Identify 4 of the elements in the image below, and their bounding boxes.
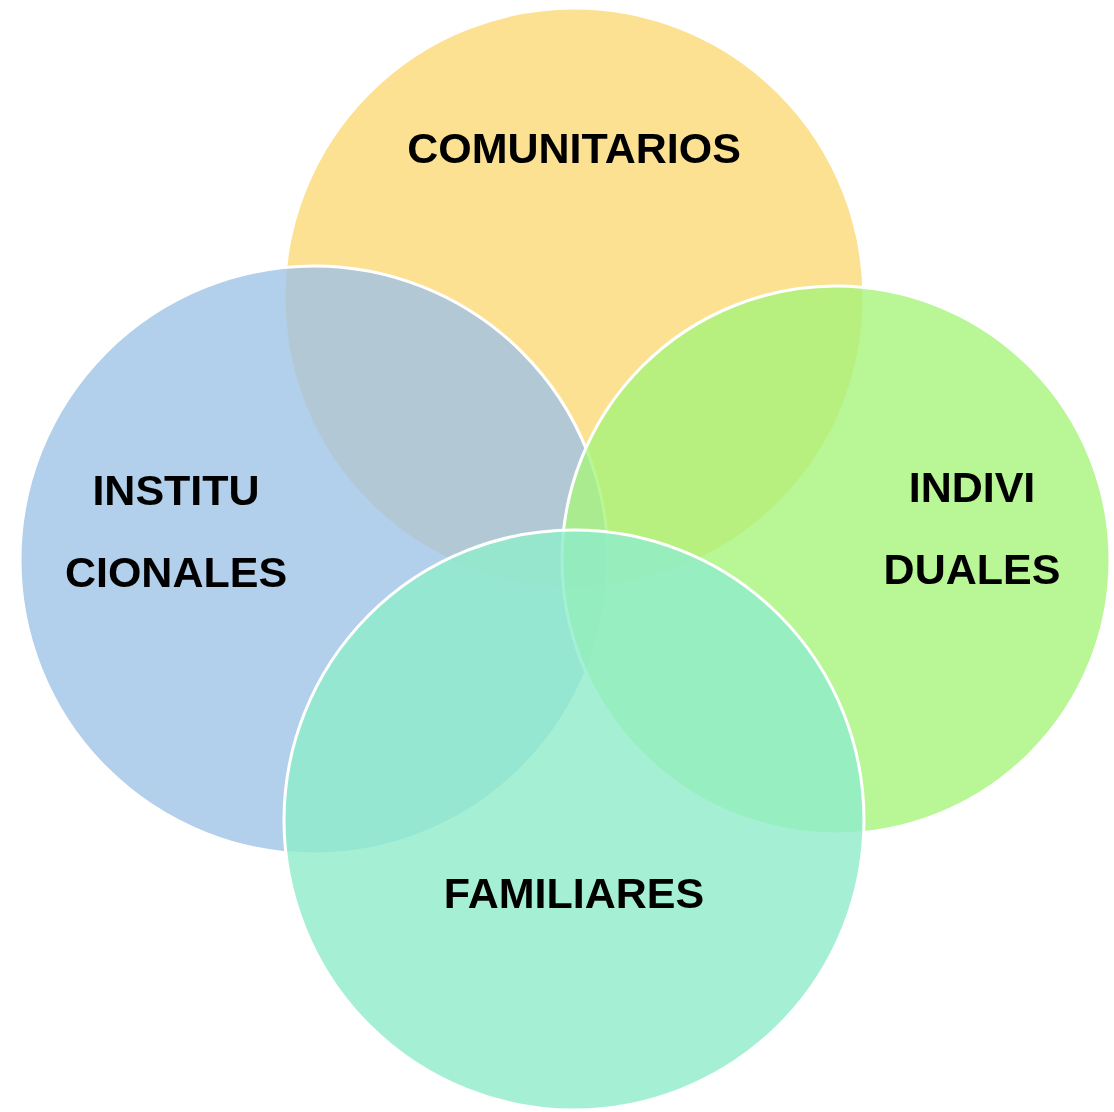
circle-label: INSTITU CIONALES (64, 465, 288, 598)
circle-label: COMUNITARIOS (407, 123, 741, 174)
circle-label: FAMILIARES (443, 868, 705, 919)
circle-label: INDIVI DUALES (883, 462, 1061, 595)
